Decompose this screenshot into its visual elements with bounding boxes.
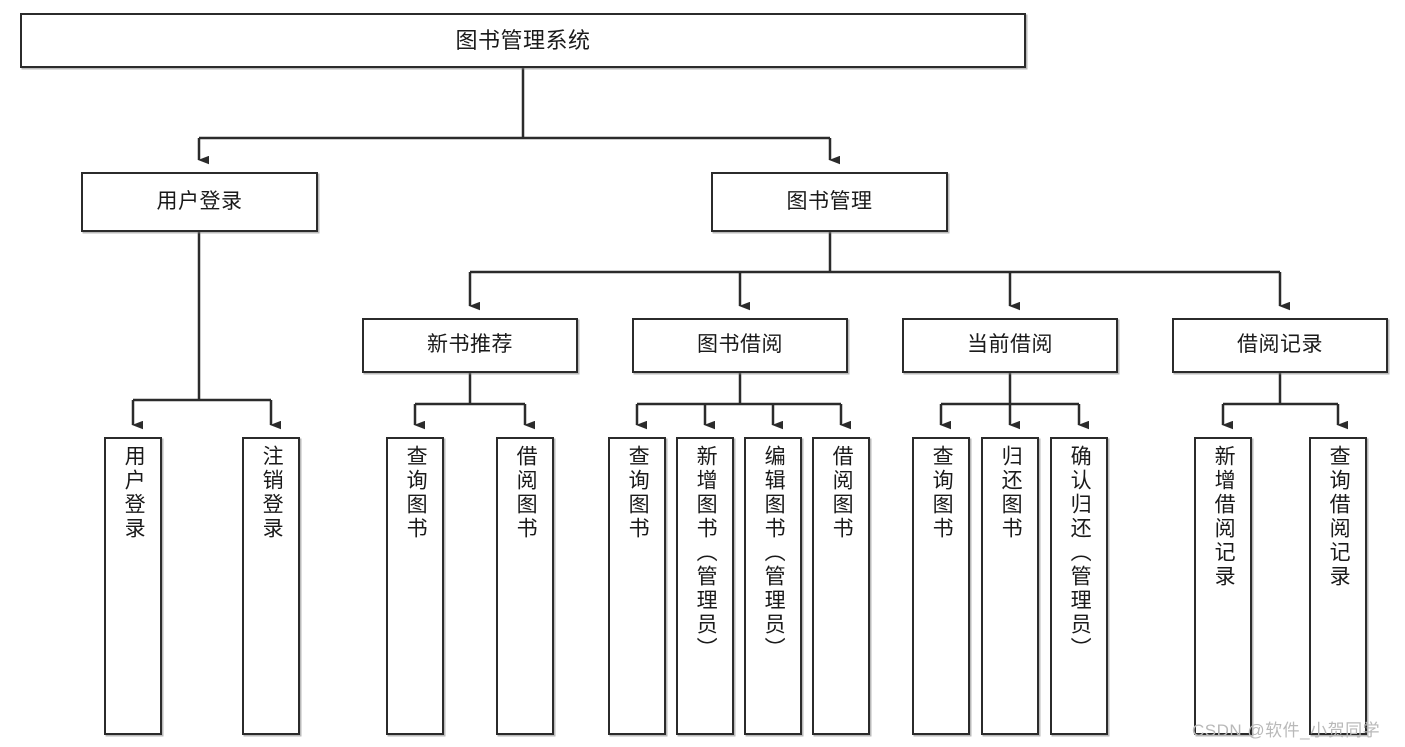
node-label: 图书管理系统 — [455, 27, 591, 53]
node-borrow-record[interactable]: 借阅记录 — [1172, 318, 1388, 373]
node-current-borrow[interactable]: 当前借阅 — [902, 318, 1118, 373]
node-label: 用户登录 — [156, 189, 243, 213]
node-user-login[interactable]: 用户登录 — [81, 172, 318, 232]
leaf-user-login-logout[interactable]: 注销登录 — [242, 437, 300, 735]
node-label: 新增借阅记录 — [1212, 445, 1236, 589]
node-label: 查询图书 — [626, 445, 650, 541]
node-label: 图书管理 — [786, 189, 873, 213]
node-label: 注销登录 — [260, 445, 284, 541]
leaf-user-login-login[interactable]: 用户登录 — [104, 437, 162, 735]
node-label: 新书推荐 — [427, 333, 513, 357]
node-label: 编辑图书（管理员） — [762, 445, 786, 661]
leaf-borrow-record-add-record[interactable]: 新增借阅记录 — [1194, 437, 1252, 735]
leaf-book-borrow-query-book[interactable]: 查询图书 — [608, 437, 666, 735]
leaf-book-borrow-add-book-admin[interactable]: 新增图书（管理员） — [676, 437, 734, 735]
leaf-book-borrow-borrow-book[interactable]: 借阅图书 — [812, 437, 870, 735]
node-book-borrow[interactable]: 图书借阅 — [632, 318, 848, 373]
node-book-management[interactable]: 图书管理 — [711, 172, 948, 232]
node-label: 借阅图书 — [830, 445, 854, 541]
node-label: 确认归还（管理员） — [1068, 445, 1092, 661]
node-label: 查询借阅记录 — [1327, 445, 1351, 589]
node-label: 用户登录 — [122, 445, 146, 541]
node-label: 借阅图书 — [514, 445, 538, 541]
node-label: 新增图书（管理员） — [694, 445, 718, 661]
node-label: 当前借阅 — [967, 333, 1053, 357]
node-label: 借阅记录 — [1237, 333, 1323, 357]
leaf-borrow-record-query-record[interactable]: 查询借阅记录 — [1309, 437, 1367, 735]
node-label: 归还图书 — [999, 445, 1023, 541]
leaf-new-book-borrow-book[interactable]: 借阅图书 — [496, 437, 554, 735]
leaf-current-borrow-return-book[interactable]: 归还图书 — [981, 437, 1039, 735]
leaf-new-book-query-book[interactable]: 查询图书 — [386, 437, 444, 735]
leaf-current-borrow-query-book[interactable]: 查询图书 — [912, 437, 970, 735]
node-label: 图书借阅 — [697, 333, 783, 357]
leaf-book-borrow-edit-book-admin[interactable]: 编辑图书（管理员） — [744, 437, 802, 735]
node-label: 查询图书 — [404, 445, 428, 541]
leaf-current-borrow-confirm-return-admin[interactable]: 确认归还（管理员） — [1050, 437, 1108, 735]
node-new-book-recommend[interactable]: 新书推荐 — [362, 318, 578, 373]
node-root-book-management-system[interactable]: 图书管理系统 — [20, 13, 1026, 68]
node-label: 查询图书 — [930, 445, 954, 541]
